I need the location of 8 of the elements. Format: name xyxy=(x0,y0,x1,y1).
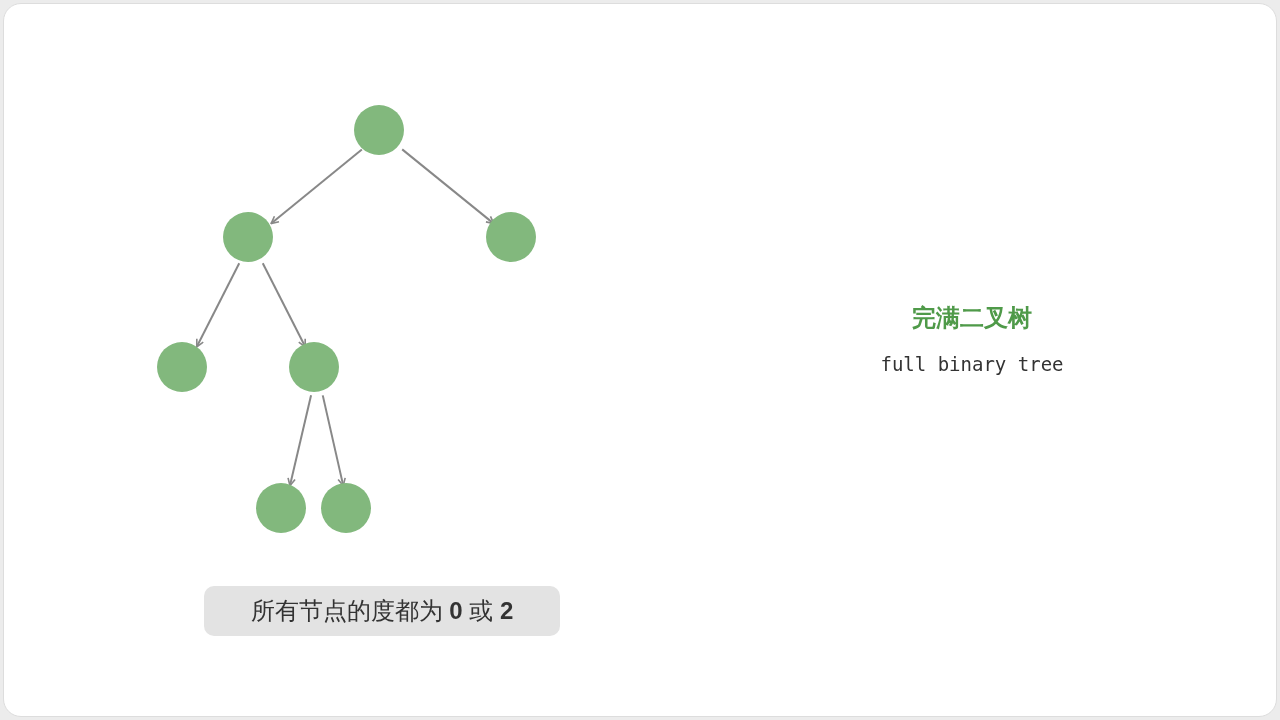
arrow xyxy=(195,262,241,348)
title: 完满二叉树 xyxy=(911,303,1033,333)
note-label: 所有节点的度都为 0 或 2 xyxy=(204,586,560,636)
arrow xyxy=(261,262,307,348)
subtitle: full binary tree xyxy=(879,352,1065,377)
arrow xyxy=(270,148,363,225)
arrow xyxy=(401,148,495,225)
arrow xyxy=(287,394,313,487)
